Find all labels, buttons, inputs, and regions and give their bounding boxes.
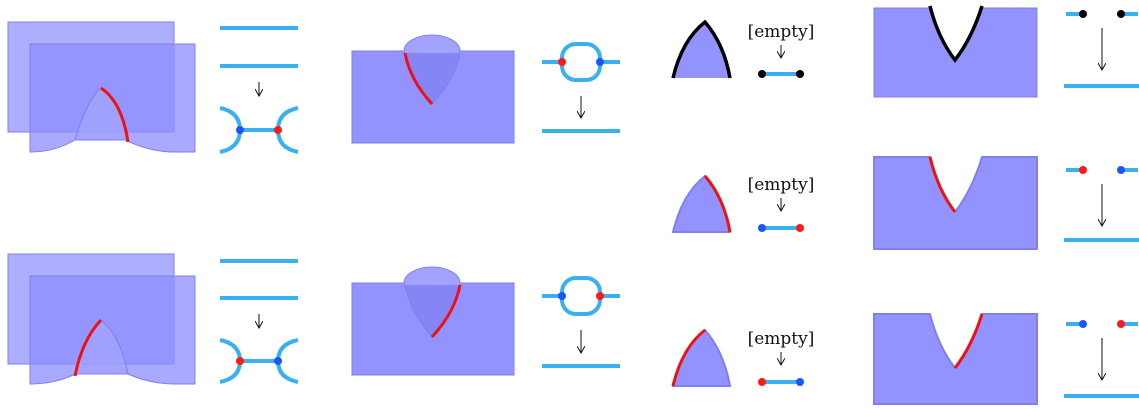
red-seam: [430, 284, 462, 339]
black-dot: [1117, 10, 1125, 18]
red-seam: [671, 328, 706, 387]
blue-dot: [558, 292, 566, 300]
notch-black-edge: [928, 5, 984, 63]
panel-stubs-to-line-2: [1064, 166, 1139, 242]
panel-bubble-bottom: [351, 266, 515, 376]
red-dot: [1117, 320, 1125, 328]
red-dot: [1079, 166, 1087, 174]
black-dot: [758, 70, 766, 78]
red-dot: [558, 58, 566, 66]
panel-lines-to-bridge-top: [219, 26, 299, 154]
empty-label: [empty]: [748, 175, 815, 195]
red-seam: [703, 175, 732, 233]
red-seam: [73, 318, 103, 377]
red-dot: [274, 126, 282, 134]
panel-empty-to-segment-3: [empty]: [748, 329, 815, 386]
blue-dot: [596, 58, 604, 66]
red-dot: [796, 224, 804, 232]
panel-lines-to-bridge-bottom: [219, 259, 299, 384]
blue-dot: [1079, 320, 1087, 328]
red-seam: [928, 156, 957, 213]
red-dot: [236, 357, 244, 365]
blue-dot: [758, 224, 766, 232]
panel-sheets-saddle-bottom: [7, 253, 196, 385]
blue-dot: [236, 126, 244, 134]
empty-label: [empty]: [748, 329, 815, 349]
blue-dot: [796, 378, 804, 386]
panel-cap-red-right: [671, 174, 732, 233]
panel-circle-to-line-top: [542, 42, 620, 133]
notched-sheet: [873, 7, 1038, 98]
panel-empty-to-segment-1: [empty]: [748, 22, 815, 78]
panel-bubble-top: [351, 34, 515, 144]
panel-circle-to-line-bottom: [542, 276, 620, 368]
panel-empty-to-segment-2: [empty]: [748, 175, 815, 232]
empty-label: [empty]: [748, 22, 815, 42]
red-seam: [403, 52, 434, 106]
red-dot: [758, 378, 766, 386]
black-dot: [796, 70, 804, 78]
black-dot: [1079, 10, 1087, 18]
blue-loop: [560, 42, 602, 82]
panel-sheets-saddle-top: [7, 21, 196, 153]
panel-stubs-to-line-3: [1064, 320, 1139, 398]
notched-sheet: [873, 313, 1038, 405]
red-seam: [100, 86, 130, 143]
red-seam: [953, 313, 984, 369]
panel-cap-black: [671, 19, 732, 79]
cap-fill: [673, 22, 730, 78]
notched-sheet: [873, 156, 1038, 250]
panel-notch-red-left: [873, 156, 1038, 250]
blue-loop: [560, 276, 602, 316]
panel-notch-black: [873, 5, 1038, 98]
panel-notch-red-right: [873, 313, 1038, 405]
cap-black-edge: [671, 19, 732, 79]
blue-dot: [274, 357, 282, 365]
panel-stubs-to-line-1: [1064, 10, 1139, 88]
red-dot: [596, 292, 604, 300]
blue-dot: [1117, 166, 1125, 174]
panel-cap-red-left: [671, 328, 732, 387]
